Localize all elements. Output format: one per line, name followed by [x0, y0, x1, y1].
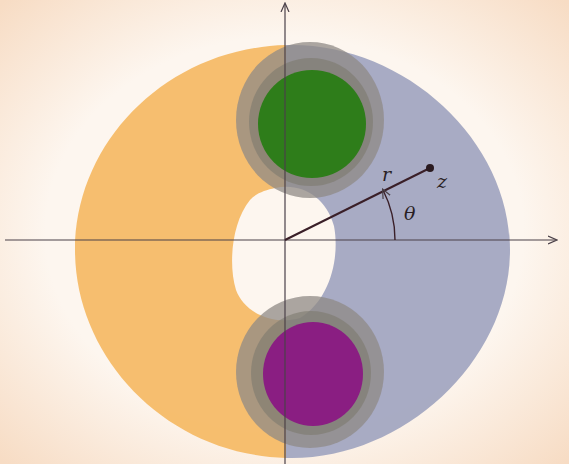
radius-line — [285, 168, 430, 240]
radius-label: r — [382, 165, 391, 184]
x-axis — [5, 239, 556, 240]
cross-section-ring — [236, 42, 384, 198]
cross-section-ring — [249, 58, 373, 186]
angle-label: θ — [404, 204, 415, 223]
torus-left-half — [75, 45, 286, 458]
purple-disc — [263, 322, 363, 426]
y-axis — [284, 4, 285, 464]
green-disc — [258, 70, 366, 178]
point — [426, 164, 434, 172]
torus-right-half — [286, 45, 510, 458]
point-label: z — [437, 172, 447, 191]
angle-arc — [383, 190, 395, 240]
cross-section-ring — [251, 311, 371, 435]
cross-section-ring — [236, 296, 384, 448]
